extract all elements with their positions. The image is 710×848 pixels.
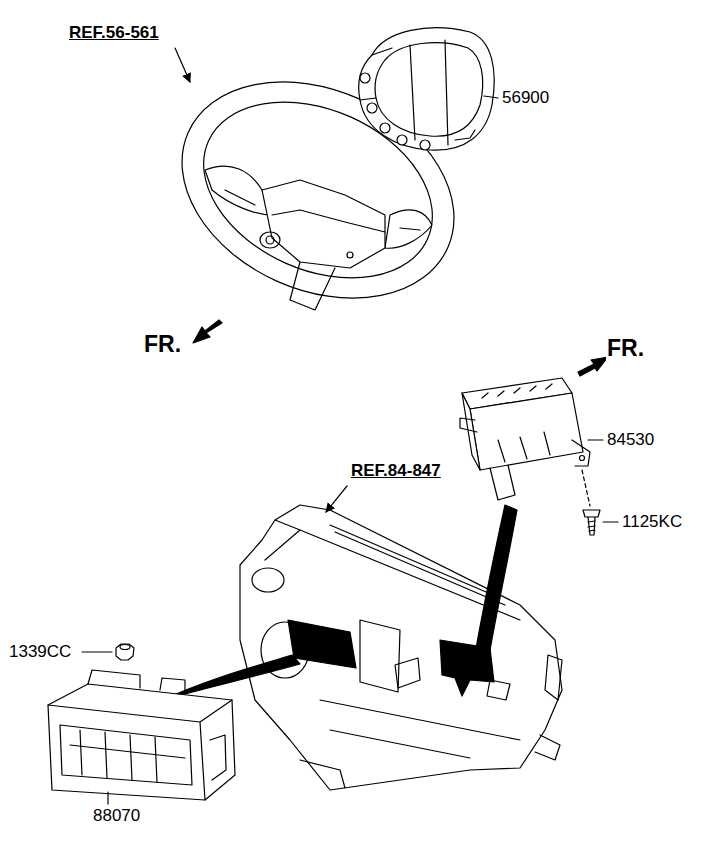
leader-line xyxy=(107,792,108,804)
front-arrow xyxy=(578,357,608,376)
location-pointer xyxy=(163,505,517,700)
nut-symbol xyxy=(116,644,134,660)
callout-number: 1339CC xyxy=(8,643,72,662)
direction-label: FR. xyxy=(143,332,182,357)
callout-number: 1125KC xyxy=(621,513,683,532)
instrument-cluster xyxy=(48,670,235,800)
leader-line xyxy=(603,521,618,522)
leader-line xyxy=(588,439,603,440)
leader-line xyxy=(484,96,498,98)
direction-label: FR. xyxy=(606,336,645,361)
bolt-symbol xyxy=(583,510,600,535)
callout-number: 88070 xyxy=(92,807,141,826)
reference-label: REF.84-847 xyxy=(350,462,442,481)
passenger-airbag-module xyxy=(460,378,590,500)
fastener-axis xyxy=(582,470,590,506)
callout-number: 56900 xyxy=(501,89,550,108)
reference-label: REF.56-561 xyxy=(68,24,160,43)
reference-leader xyxy=(326,486,347,512)
reference-leader xyxy=(175,48,190,82)
dashboard xyxy=(240,505,562,790)
front-arrow xyxy=(193,320,222,343)
callout-number: 84530 xyxy=(606,431,655,450)
driver-airbag-module xyxy=(359,28,494,150)
leader-line xyxy=(82,651,112,652)
